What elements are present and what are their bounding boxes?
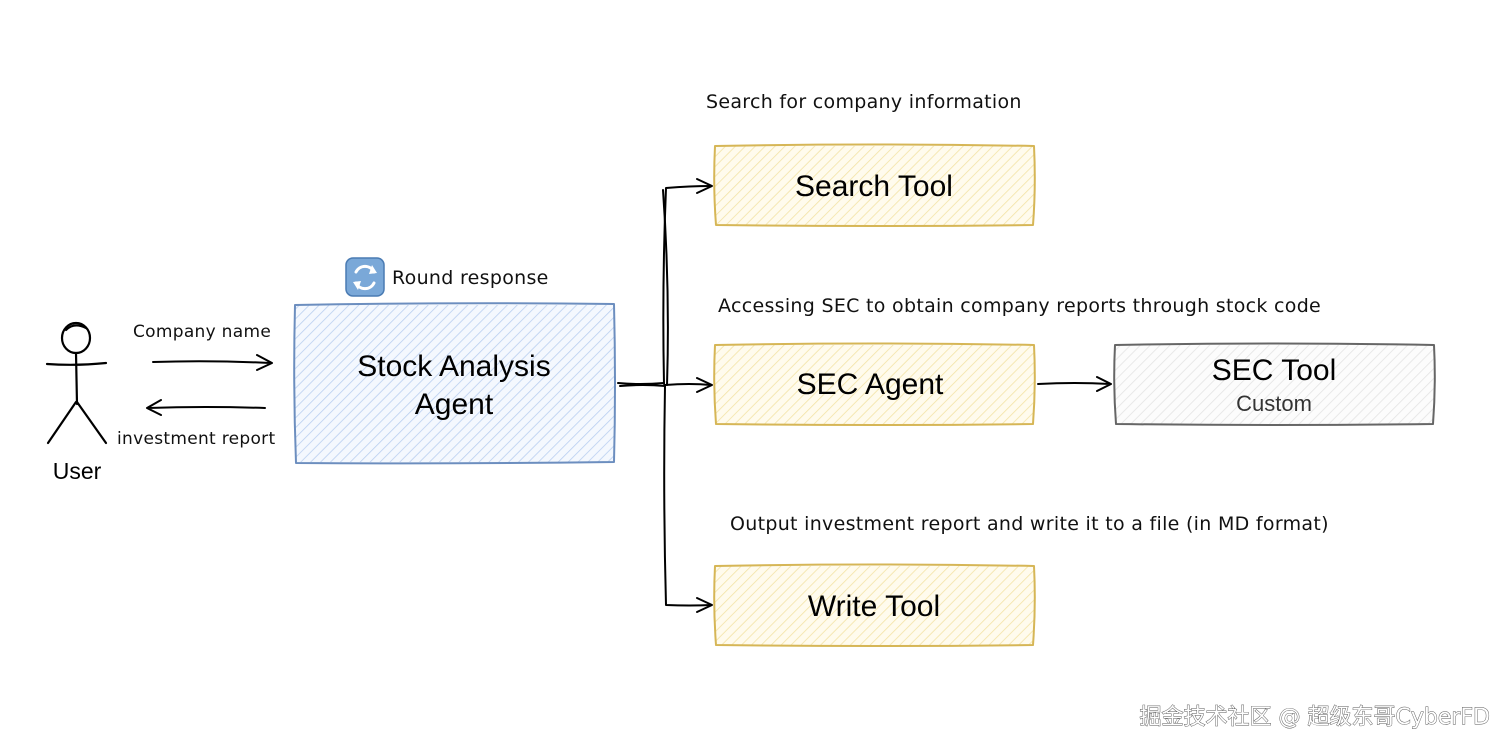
sec-agent-to-sec-tool-arrow — [1037, 376, 1112, 392]
sec-agent-node[interactable]: SEC Agent — [713, 342, 1036, 426]
write-tool-node[interactable]: Write Tool — [713, 563, 1036, 647]
search-tool-node[interactable]: Search Tool — [713, 143, 1036, 227]
sec-tool-subtitle: Custom — [1236, 391, 1312, 416]
agent-title-line2: Agent — [415, 388, 494, 421]
watermark: 掘金技术社区 @ 超级东哥CyberFD — [1139, 705, 1490, 730]
response-edge: investment report — [117, 399, 275, 449]
agent-badge: Round response — [345, 257, 549, 297]
sec-tool-title: SEC Tool — [1212, 354, 1337, 387]
user-label: User — [53, 458, 102, 484]
request-edge: Company name — [133, 322, 273, 371]
agent-badge-label: Round response — [392, 267, 549, 289]
user-figure-icon — [45, 321, 108, 445]
sec-tool-node[interactable]: SEC Tool Custom — [1113, 342, 1436, 426]
search-tool-title: Search Tool — [795, 170, 953, 203]
agent-to-tools-connector — [617, 178, 713, 613]
search-tool-description: Search for company information — [706, 91, 1022, 113]
sec-agent-title: SEC Agent — [797, 368, 944, 401]
response-edge-label: investment report — [117, 429, 275, 449]
response-arrow — [146, 399, 266, 416]
request-arrow — [152, 354, 273, 371]
round-arrows-icon — [345, 257, 385, 297]
stock-analysis-agent-node[interactable]: Stock Analysis Agent — [293, 302, 616, 465]
sec-agent-description: Accessing SEC to obtain company reports … — [718, 295, 1321, 317]
request-edge-label: Company name — [133, 322, 271, 342]
write-tool-title: Write Tool — [808, 590, 940, 623]
agent-title-line1: Stock Analysis — [357, 350, 550, 383]
write-tool-description: Output investment report and write it to… — [730, 513, 1329, 535]
user-actor: User — [45, 321, 108, 484]
